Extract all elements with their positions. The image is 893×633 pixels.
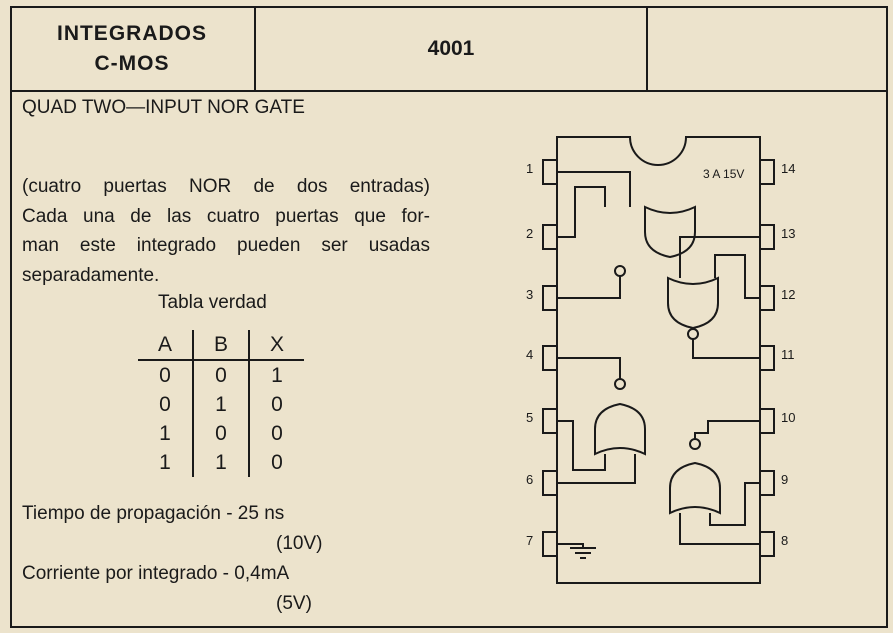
pin-left-4 — [542, 345, 557, 371]
header-category: INTEGRADOS C-MOS — [10, 8, 256, 90]
nor-gate-4 — [669, 420, 760, 545]
spec-propagation-condition: (10V) — [276, 533, 323, 554]
header-category-line2: C-MOS — [94, 52, 170, 75]
description-line: (cuatro puertas NOR de dos entradas) — [22, 176, 430, 197]
pin-right-12 — [760, 285, 775, 311]
truth-table-cell: 1 — [138, 419, 194, 448]
truth-table-header: A — [138, 330, 194, 361]
header-part-number: 4001 — [256, 8, 648, 90]
truth-table-header: X — [249, 330, 304, 361]
pin-number: 7 — [526, 533, 533, 548]
truth-table-cell: 0 — [271, 392, 283, 416]
pin-right-13 — [760, 224, 775, 250]
truth-table: A B X 0 0 1 0 1 0 1 0 0 1 1 0 — [138, 330, 304, 477]
truth-table-cell: 0 — [138, 360, 194, 390]
truth-table-header: B — [193, 330, 250, 361]
pin-left-1 — [542, 159, 557, 185]
spec-current-condition: (5V) — [276, 593, 312, 614]
truth-table-cell: 1 — [271, 363, 283, 387]
truth-table-row: 0 0 1 — [138, 360, 304, 390]
part-number: 4001 — [427, 37, 475, 60]
ground-icon — [557, 543, 596, 559]
pin-number: 9 — [781, 472, 788, 487]
truth-table-header-row: A B X — [138, 330, 304, 361]
pin-left-6 — [542, 470, 557, 496]
description-line: man este integrado pueden ser usadas — [22, 235, 430, 256]
truth-table-title: Tabla verdad — [158, 292, 267, 313]
header-category-line1: INTEGRADOS — [56, 22, 207, 45]
pin-number: 1 — [526, 161, 533, 176]
pin-left-2 — [542, 224, 557, 250]
pin-number: 5 — [526, 410, 533, 425]
nor-gate-2 — [667, 236, 760, 359]
pin-right-14 — [760, 159, 775, 185]
pin-number: 12 — [781, 287, 795, 302]
description-line: separadamente. — [22, 264, 160, 286]
description-line: Cada una de las cuatro puertas que for- — [22, 205, 430, 227]
pin-left-7 — [542, 531, 557, 557]
pin-number: 14 — [781, 161, 795, 176]
pin-number: 13 — [781, 226, 795, 241]
truth-table-cell: 1 — [193, 390, 250, 419]
pin-number: 6 — [526, 472, 533, 487]
truth-table-cell: 1 — [138, 448, 194, 477]
truth-table-cell: 0 — [193, 360, 250, 390]
spec-current: Corriente por integrado - 0,4mA — [22, 563, 290, 584]
nor-gate-1 — [557, 171, 696, 299]
chip-body — [556, 136, 761, 584]
left-pins: 1 2 3 4 5 6 7 — [526, 159, 557, 557]
truth-table-cell: 0 — [271, 421, 283, 445]
truth-table-cell: 0 — [271, 450, 283, 474]
header-divider — [10, 90, 888, 92]
pin-number: 10 — [781, 410, 795, 425]
right-pins: 14 13 12 11 10 9 8 — [760, 159, 795, 557]
nor-gate-3 — [557, 357, 646, 484]
supply-label: 3 A 15V — [703, 167, 744, 181]
page-title: QUAD TWO—INPUT NOR GATE — [22, 97, 305, 118]
pin-left-3 — [542, 285, 557, 311]
truth-table-cell: 1 — [193, 448, 250, 477]
truth-table-cell: 0 — [193, 419, 250, 448]
pin-number: 4 — [526, 347, 533, 362]
pin-right-9 — [760, 470, 775, 496]
pin-right-8 — [760, 531, 775, 557]
pin-left-5 — [542, 408, 557, 434]
pin-number: 3 — [526, 287, 533, 302]
truth-table-row: 1 1 0 — [138, 448, 304, 477]
description: (cuatro puertas NOR de dos entradas) Cad… — [22, 172, 430, 290]
pin-number: 2 — [526, 226, 533, 241]
datasheet-frame — [10, 6, 888, 628]
pin-right-11 — [760, 345, 775, 371]
spec-propagation: Tiempo de propagación - 25 ns — [22, 503, 285, 524]
pin-right-10 — [760, 408, 775, 434]
pin-number: 8 — [781, 533, 788, 548]
pin-number: 11 — [781, 347, 795, 362]
truth-table-row: 0 1 0 — [138, 390, 304, 419]
truth-table-cell: 0 — [138, 390, 194, 419]
truth-table-row: 1 0 0 — [138, 419, 304, 448]
